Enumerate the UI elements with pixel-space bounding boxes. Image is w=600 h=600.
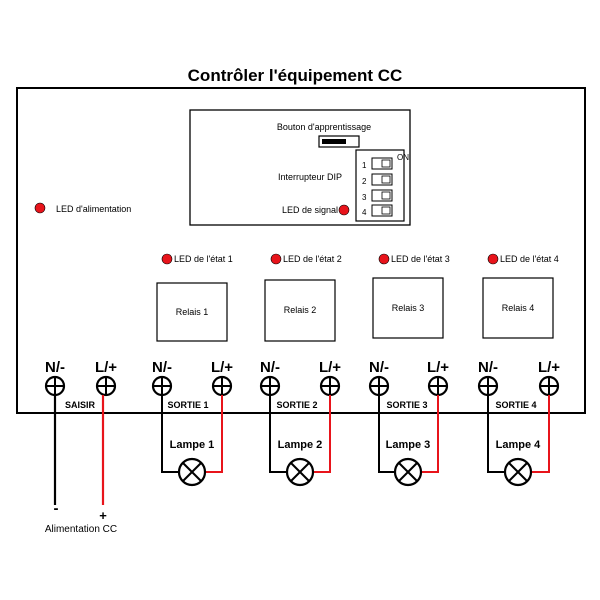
power-minus-label: - [54, 500, 59, 517]
status-led-2: LED de l'état 2 [270, 253, 342, 265]
terminal-pos-label: L/+ [427, 359, 449, 376]
lamp-wire-negative [269, 395, 286, 473]
svg-text:4: 4 [362, 208, 367, 217]
relay-4: Relais 4 [482, 277, 554, 339]
lamp-label: Lampe 3 [386, 439, 431, 451]
relay-label: Relais 4 [502, 303, 535, 313]
terminal-screw-pos[interactable] [538, 375, 560, 397]
terminal-screw-neg[interactable] [368, 375, 390, 397]
lamp-circuit-3: Lampe 3 [378, 395, 439, 487]
control-module: Bouton d'apprentissage Interrupteur DIP … [189, 109, 411, 226]
dip-on-label: ON [397, 153, 409, 162]
terminal-screw-pos[interactable] [319, 375, 341, 397]
status-led-3: LED de l'état 3 [378, 253, 450, 265]
svg-text:2: 2 [362, 177, 367, 186]
status-led-label: LED de l'état 2 [283, 254, 342, 264]
terminal-neg-label: N/- [369, 359, 389, 376]
terminal-screw-neg[interactable] [44, 375, 66, 397]
lamp-icon [503, 457, 533, 487]
lamp-wire-negative [161, 395, 178, 473]
learn-button[interactable] [318, 135, 360, 148]
terminal-group-output-1: N/- L/+ SORTIE 1 [151, 359, 233, 410]
svg-text:1: 1 [362, 161, 367, 170]
terminal-neg-label: N/- [45, 359, 65, 376]
signal-led-label: LED de signal [282, 205, 338, 215]
lamp-wire-positive [206, 395, 223, 473]
lamp-circuit-1: Lampe 1 [161, 395, 223, 487]
lamp-wire-positive [314, 395, 331, 473]
svg-text:3: 3 [362, 193, 367, 202]
status-led-label: LED de l'état 3 [391, 254, 450, 264]
dip-switch-label: Interrupteur DIP [278, 172, 342, 182]
lamp-circuit-2: Lampe 2 [269, 395, 331, 487]
lamp-icon [177, 457, 207, 487]
learn-button-label: Bouton d'apprentissage [277, 122, 371, 132]
lamp-circuit-4: Lampe 4 [487, 395, 550, 487]
dip-switch-4[interactable]: 4 [362, 204, 393, 217]
status-led-1: LED de l'état 1 [161, 253, 233, 265]
lamp-label: Lampe 2 [278, 439, 323, 451]
terminal-pos-label: L/+ [95, 359, 117, 376]
dip-switch[interactable]: ON 1 2 3 4 [355, 149, 409, 222]
terminal-group-label: SAISIR [65, 400, 96, 410]
power-supply-label: Alimentation CC [45, 524, 117, 535]
terminal-pos-label: L/+ [538, 359, 560, 376]
terminal-screw-pos[interactable] [211, 375, 233, 397]
relay-label: Relais 1 [176, 307, 209, 317]
terminal-group-output-3: N/- L/+ SORTIE 3 [368, 359, 449, 410]
dip-switch-1[interactable]: 1 [362, 157, 393, 170]
terminal-pos-label: L/+ [211, 359, 233, 376]
terminal-pos-label: L/+ [319, 359, 341, 376]
relay-2: Relais 2 [264, 279, 336, 342]
controller-board [16, 87, 586, 414]
signal-led [338, 204, 350, 216]
dip-switch-2[interactable]: 2 [362, 173, 393, 186]
lamp-icon [285, 457, 315, 487]
terminal-group-label: SORTIE 1 [167, 400, 208, 410]
status-led-label: LED de l'état 1 [174, 254, 233, 264]
relay-3: Relais 3 [372, 277, 444, 339]
lamp-wire-positive [422, 395, 439, 473]
terminal-screw-neg[interactable] [151, 375, 173, 397]
power-plus-label: + [99, 508, 107, 523]
terminal-screw-pos[interactable] [427, 375, 449, 397]
terminal-group-output-2: N/- L/+ SORTIE 2 [259, 359, 341, 410]
dip-switch-3[interactable]: 3 [362, 189, 393, 202]
diagram-title: Contrôler l'équipement CC [188, 66, 403, 85]
control-module-box [189, 109, 411, 226]
relay-label: Relais 3 [392, 303, 425, 313]
terminal-group-label: SORTIE 2 [276, 400, 317, 410]
power-led-label: LED d'alimentation [56, 204, 131, 214]
terminal-screw-neg[interactable] [259, 375, 281, 397]
terminal-neg-label: N/- [260, 359, 280, 376]
terminal-group-label: SORTIE 3 [386, 400, 427, 410]
terminal-screw-pos[interactable] [95, 375, 117, 397]
terminal-screw-neg[interactable] [477, 375, 499, 397]
relay-label: Relais 2 [284, 305, 317, 315]
terminal-group-label: SORTIE 4 [495, 400, 536, 410]
terminal-neg-label: N/- [152, 359, 172, 376]
power-led [34, 202, 46, 214]
relay-1: Relais 1 [156, 282, 228, 342]
lamp-wire-negative [487, 395, 504, 473]
status-led-4: LED de l'état 4 [487, 253, 559, 265]
lamp-icon [393, 457, 423, 487]
status-led-label: LED de l'état 4 [500, 254, 559, 264]
lamp-label: Lampe 4 [496, 439, 542, 451]
terminal-neg-label: N/- [478, 359, 498, 376]
lamp-label: Lampe 1 [170, 439, 215, 451]
lamp-wire-negative [378, 395, 395, 473]
terminal-group-output-4: N/- L/+ SORTIE 4 [477, 359, 560, 410]
lamp-wire-positive [532, 395, 550, 473]
